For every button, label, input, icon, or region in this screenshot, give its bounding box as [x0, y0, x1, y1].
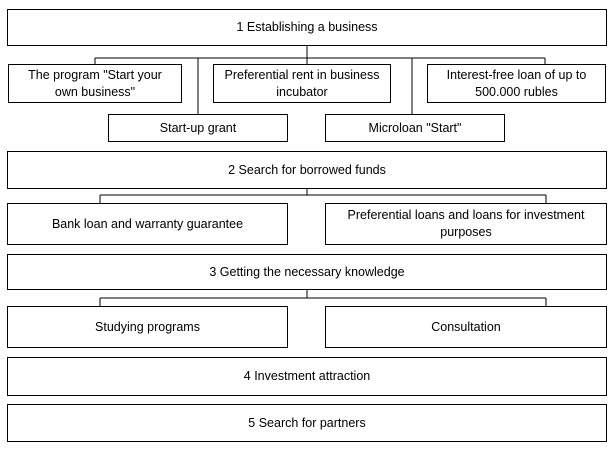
step-1-item-label: Preferential rent in business incubator	[224, 67, 380, 99]
step-1-item-label: Microloan "Start"	[368, 120, 462, 135]
step-3-label: 3 Getting the necessary knowledge	[209, 264, 405, 279]
step-3-item-consultation: Consultation	[325, 306, 607, 348]
step-5-box: 5 Search for partners	[7, 404, 607, 442]
step-1-item-microloan: Microloan "Start"	[325, 114, 505, 142]
step-3-item-label: Studying programs	[95, 319, 200, 334]
step-2-item-label: Bank loan and warranty guarantee	[51, 216, 244, 231]
step-1-item-label: The program "Start your own business"	[28, 67, 162, 99]
step-2-item-label: Preferential loans and loans for investm…	[347, 208, 585, 239]
step-5-label: 5 Search for partners	[248, 415, 366, 430]
step-1-item-interest-free-loan: Interest-free loan of up to 500.000 rubl…	[427, 64, 606, 103]
step-3-item-studying-programs: Studying programs	[7, 306, 288, 348]
step-1-item-label: Start-up grant	[159, 120, 237, 135]
step-1-item-label: Interest-free loan of up to 500.000 rubl…	[446, 67, 587, 99]
step-1-box: 1 Establishing a business	[7, 9, 607, 46]
step-1-label: 1 Establishing a business	[236, 20, 378, 34]
step-2-label: 2 Search for borrowed funds	[228, 162, 386, 177]
step-1-item-start-program: The program "Start your own business"	[8, 64, 182, 103]
step-3-item-label: Consultation	[431, 319, 501, 334]
step-4-box: 4 Investment attraction	[7, 357, 607, 396]
step-1-item-start-up-grant: Start-up grant	[108, 114, 288, 142]
step-4-label: 4 Investment attraction	[243, 369, 371, 383]
step-2-item-bank-loan: Bank loan and warranty guarantee	[7, 203, 288, 245]
step-2-box: 2 Search for borrowed funds	[7, 151, 607, 189]
step-2-item-preferential-loans: Preferential loans and loans for investm…	[325, 203, 607, 245]
step-3-box: 3 Getting the necessary knowledge	[7, 254, 607, 290]
step-1-item-preferential-rent: Preferential rent in business incubator	[213, 64, 391, 103]
